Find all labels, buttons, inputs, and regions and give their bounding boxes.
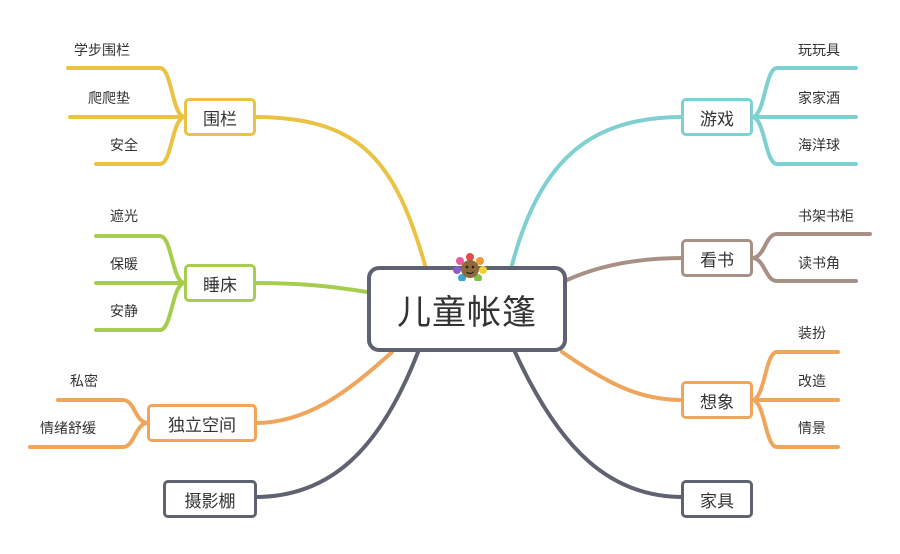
central-topic-label: 儿童帐篷 bbox=[397, 292, 537, 333]
leaf-game-2[interactable]: 家家酒 bbox=[798, 91, 840, 107]
leaf-line-imagination-3 bbox=[750, 398, 840, 449]
connector-imagination bbox=[560, 350, 685, 402]
branch-furniture[interactable]: 家具 bbox=[681, 480, 753, 518]
leaf-bed-1[interactable]: 遮光 bbox=[110, 209, 138, 225]
leaf-imagination-3[interactable]: 情景 bbox=[798, 421, 826, 437]
branch-furniture-label: 家具 bbox=[700, 491, 734, 512]
leaf-line-game-3 bbox=[750, 115, 858, 166]
leaf-bed-3[interactable]: 安静 bbox=[110, 304, 138, 320]
branch-fence[interactable]: 围栏 bbox=[184, 98, 256, 136]
branch-bed-label: 睡床 bbox=[203, 275, 237, 296]
branch-photo-studio-label: 摄影棚 bbox=[184, 491, 236, 512]
leaf-fence-1[interactable]: 学步围栏 bbox=[74, 43, 130, 59]
leaf-line-bed-3 bbox=[94, 281, 187, 332]
connector-furniture bbox=[513, 350, 685, 499]
branch-reading-label: 看书 bbox=[700, 250, 734, 271]
leaf-reading-2[interactable]: 读书角 bbox=[798, 256, 840, 272]
branch-reading[interactable]: 看书 bbox=[681, 239, 753, 277]
leaf-reading-1[interactable]: 书架书柜 bbox=[798, 209, 854, 225]
leaf-imagination-1[interactable]: 装扮 bbox=[798, 326, 826, 342]
branch-bed[interactable]: 睡床 bbox=[184, 264, 256, 302]
branch-imagination-label: 想象 bbox=[700, 392, 734, 413]
connector-private-space bbox=[253, 350, 394, 425]
sun-logo-icon bbox=[453, 253, 487, 281]
connector-game bbox=[510, 115, 685, 267]
connector-photo-studio bbox=[253, 350, 420, 499]
leaf-fence-2[interactable]: 爬爬垫 bbox=[88, 91, 130, 107]
connector-fence bbox=[252, 115, 427, 267]
leaf-bed-2[interactable]: 保暖 bbox=[110, 257, 138, 273]
branch-game[interactable]: 游戏 bbox=[681, 98, 753, 136]
leaf-line-private-2 bbox=[28, 421, 150, 449]
leaf-line-reading-2 bbox=[750, 256, 858, 283]
connector-reading bbox=[565, 256, 685, 282]
branch-imagination[interactable]: 想象 bbox=[681, 381, 753, 419]
branch-private-space-label: 独立空间 bbox=[168, 415, 236, 436]
branch-private-space[interactable]: 独立空间 bbox=[147, 404, 257, 442]
leaf-line-fence-3 bbox=[94, 115, 187, 166]
leaf-private-space-1[interactable]: 私密 bbox=[70, 374, 98, 390]
leaf-imagination-2[interactable]: 改造 bbox=[798, 374, 826, 390]
central-topic[interactable]: 儿童帐篷 bbox=[367, 266, 567, 352]
connector-bed bbox=[252, 281, 369, 294]
leaf-game-3[interactable]: 海洋球 bbox=[798, 138, 840, 154]
leaf-game-1[interactable]: 玩玩具 bbox=[798, 43, 840, 59]
branch-game-label: 游戏 bbox=[700, 109, 734, 130]
branch-fence-label: 围栏 bbox=[203, 109, 237, 130]
leaf-fence-3[interactable]: 安全 bbox=[110, 138, 138, 154]
branch-photo-studio[interactable]: 摄影棚 bbox=[163, 480, 257, 518]
leaf-private-space-2[interactable]: 情绪舒缓 bbox=[40, 421, 96, 437]
